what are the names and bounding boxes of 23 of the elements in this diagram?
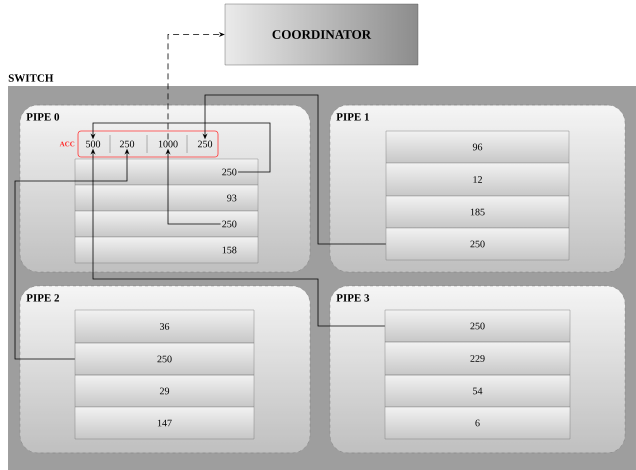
table-cell: 250 <box>74 342 254 376</box>
table-cell: 54 <box>384 374 570 408</box>
table-cell: 12 <box>386 162 570 196</box>
table-cell: 6 <box>384 406 570 440</box>
cell-value: 250 <box>222 220 236 228</box>
table-cell: 29 <box>74 374 254 408</box>
table-cell: 147 <box>74 406 254 440</box>
cell-value: 93 <box>227 194 236 202</box>
register-value: 1000 <box>158 140 178 148</box>
register-value: 250 <box>120 140 134 148</box>
register-value: 250 <box>198 140 212 148</box>
table-cell: 229 <box>384 342 570 376</box>
table-cell: 250 <box>386 228 570 260</box>
cell-value: 250 <box>222 168 236 176</box>
node-label: SWITCH <box>8 74 54 82</box>
table-cell: 185 <box>386 196 570 228</box>
register-box <box>78 130 218 158</box>
cell-value: 158 <box>222 246 236 254</box>
register-value: 500 <box>86 140 100 148</box>
table-cell: 96 <box>386 130 570 164</box>
table-cell: 36 <box>74 310 254 344</box>
table-cell: 250 <box>384 310 570 342</box>
coordinator-box: COORDINATOR <box>224 4 418 66</box>
